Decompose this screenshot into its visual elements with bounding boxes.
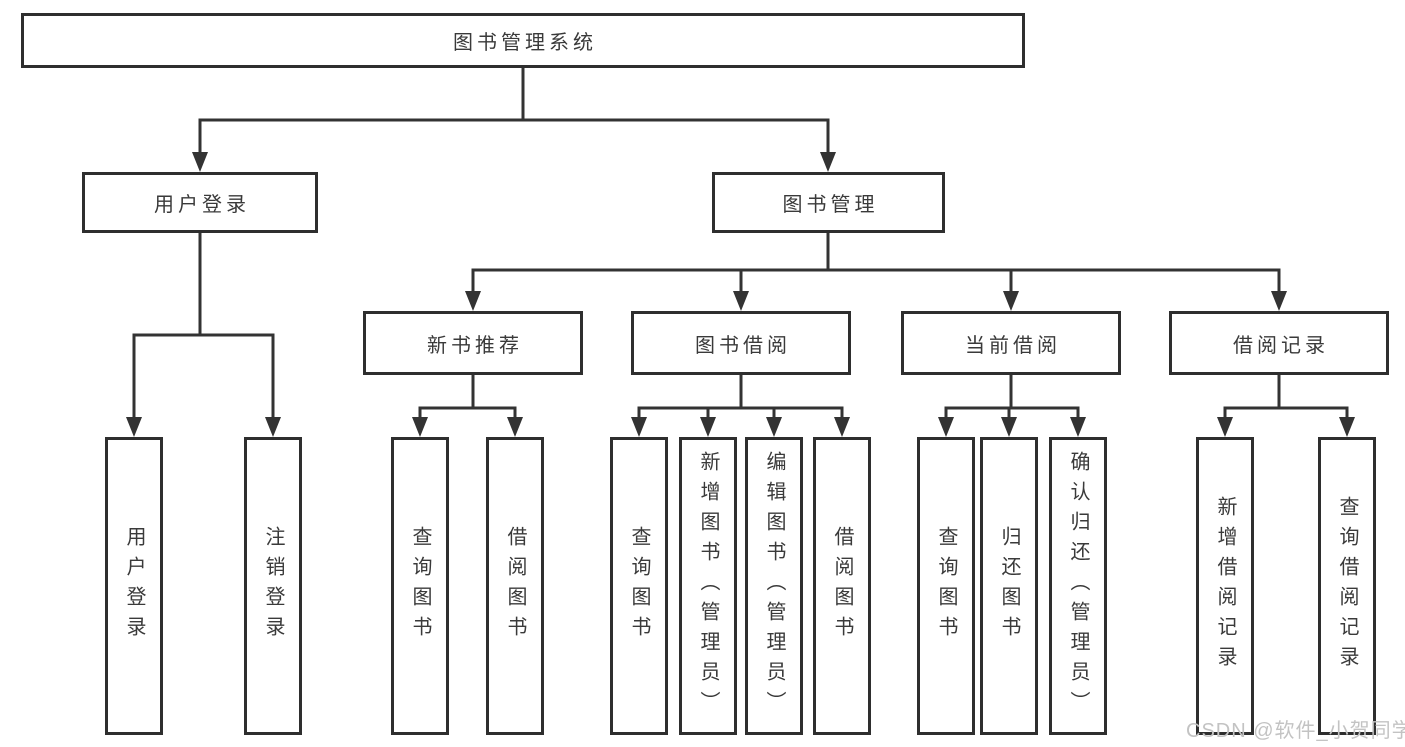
leaf-add-books-admin: 新增图书（管理员） [679, 437, 737, 735]
leaf-add-borrow-record: 新增借阅记录 [1196, 437, 1254, 735]
leaf-user-login-label: 用户登录 [123, 526, 145, 646]
csdn-watermark: CSDN @软件_小贺同学 [1186, 720, 1405, 742]
leaf-query-books-3: 查询图书 [917, 437, 975, 735]
leaf-user-login: 用户登录 [105, 437, 163, 735]
leaf-query-borrow-record-label: 查询借阅记录 [1336, 496, 1358, 676]
node-book-management: 图书管理 [712, 172, 945, 233]
node-current-borrow: 当前借阅 [901, 311, 1121, 375]
leaf-borrow-books-1: 借阅图书 [486, 437, 544, 735]
leaf-confirm-return-admin-label: 确认归还（管理员） [1067, 451, 1089, 721]
node-new-book-recommend: 新书推荐 [363, 311, 583, 375]
leaf-add-borrow-record-label: 新增借阅记录 [1214, 496, 1236, 676]
node-library-management-system: 图书管理系统 [21, 13, 1025, 68]
leaf-edit-books-admin-label: 编辑图书（管理员） [763, 451, 785, 721]
leaf-query-books-2: 查询图书 [610, 437, 668, 735]
leaf-query-borrow-record: 查询借阅记录 [1318, 437, 1376, 735]
leaf-logout: 注销登录 [244, 437, 302, 735]
leaf-edit-books-admin: 编辑图书（管理员） [745, 437, 803, 735]
leaf-return-books: 归还图书 [980, 437, 1038, 735]
arrowheads [126, 152, 1355, 437]
leaf-query-books-3-label: 查询图书 [935, 526, 957, 646]
leaf-borrow-books-2: 借阅图书 [813, 437, 871, 735]
leaf-query-books-1: 查询图书 [391, 437, 449, 735]
leaf-logout-label: 注销登录 [262, 526, 284, 646]
leaf-confirm-return-admin: 确认归还（管理员） [1049, 437, 1107, 735]
node-book-borrow: 图书借阅 [631, 311, 851, 375]
node-user-login: 用户登录 [82, 172, 318, 233]
leaf-add-books-admin-label: 新增图书（管理员） [697, 451, 719, 721]
leaf-return-books-label: 归还图书 [998, 526, 1020, 646]
leaf-borrow-books-2-label: 借阅图书 [831, 526, 853, 646]
leaf-borrow-books-1-label: 借阅图书 [504, 526, 526, 646]
leaf-query-books-1-label: 查询图书 [409, 526, 431, 646]
leaf-query-books-2-label: 查询图书 [628, 526, 650, 646]
node-borrow-records: 借阅记录 [1169, 311, 1389, 375]
